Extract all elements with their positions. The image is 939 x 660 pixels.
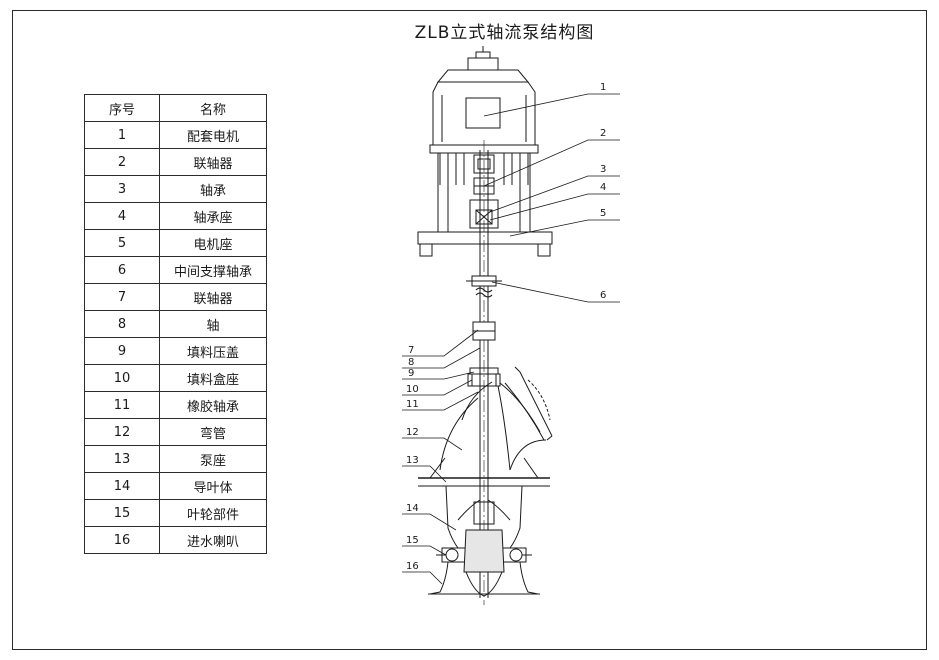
part-name: 轴承座 bbox=[159, 202, 267, 230]
drawing-title: ZLB立式轴流泵结构图 bbox=[414, 23, 595, 43]
callout-9: 9 bbox=[408, 368, 414, 379]
part-number: 15 bbox=[84, 499, 160, 527]
callout-6: 6 bbox=[600, 290, 606, 301]
part-number: 5 bbox=[84, 229, 160, 257]
callout-16: 16 bbox=[406, 561, 419, 572]
drawing-frame bbox=[12, 10, 927, 650]
part-name: 轴 bbox=[159, 310, 267, 338]
column-header-no: 序号 bbox=[84, 94, 160, 122]
motor-base bbox=[417, 231, 553, 257]
shaft-break bbox=[475, 287, 493, 298]
elbow-pipe bbox=[439, 366, 553, 471]
part-number: 6 bbox=[84, 256, 160, 284]
column-header-name: 名称 bbox=[159, 94, 267, 122]
callout-10: 10 bbox=[406, 384, 419, 395]
part-number: 12 bbox=[84, 418, 160, 446]
part-name: 配套电机 bbox=[159, 121, 267, 149]
part-name: 联轴器 bbox=[159, 148, 267, 176]
impeller bbox=[436, 529, 532, 573]
part-number: 14 bbox=[84, 472, 160, 500]
part-number: 9 bbox=[84, 337, 160, 365]
left-callouts: 7 8 9 10 11 12 13 14 15 16 bbox=[406, 345, 419, 572]
right-leaders bbox=[483, 93, 620, 303]
part-name: 橡胶轴承 bbox=[159, 391, 267, 419]
callout-14: 14 bbox=[406, 503, 419, 514]
part-number: 1 bbox=[84, 121, 160, 149]
part-name: 导叶体 bbox=[159, 472, 267, 500]
part-name: 联轴器 bbox=[159, 283, 267, 311]
part-number: 3 bbox=[84, 175, 160, 203]
callout-4: 4 bbox=[600, 182, 606, 193]
pump-base bbox=[418, 457, 550, 487]
left-leaders bbox=[402, 329, 481, 585]
callout-11: 11 bbox=[406, 399, 419, 410]
callout-8: 8 bbox=[408, 357, 414, 368]
right-callouts: 1 2 3 4 5 6 bbox=[600, 82, 606, 301]
part-name: 填料压盖 bbox=[159, 337, 267, 365]
part-name: 进水喇叭 bbox=[159, 526, 267, 554]
callout-15: 15 bbox=[406, 535, 419, 546]
part-name: 填料盒座 bbox=[159, 364, 267, 392]
part-number: 7 bbox=[84, 283, 160, 311]
part-name: 轴承 bbox=[159, 175, 267, 203]
callout-5: 5 bbox=[600, 208, 606, 219]
callout-13: 13 bbox=[406, 455, 419, 466]
part-number: 16 bbox=[84, 526, 160, 554]
table-header-row: 序号 名称 bbox=[84, 94, 267, 122]
guide-vane-body bbox=[445, 485, 523, 549]
callout-1: 1 bbox=[600, 82, 606, 93]
callout-12: 12 bbox=[406, 427, 419, 438]
callout-3: 3 bbox=[600, 164, 606, 175]
callout-7: 7 bbox=[408, 345, 414, 356]
inlet-bell bbox=[428, 561, 540, 597]
callout-2: 2 bbox=[600, 128, 606, 139]
part-name: 中间支撑轴承 bbox=[159, 256, 267, 284]
intermediate-bearing bbox=[466, 275, 502, 287]
